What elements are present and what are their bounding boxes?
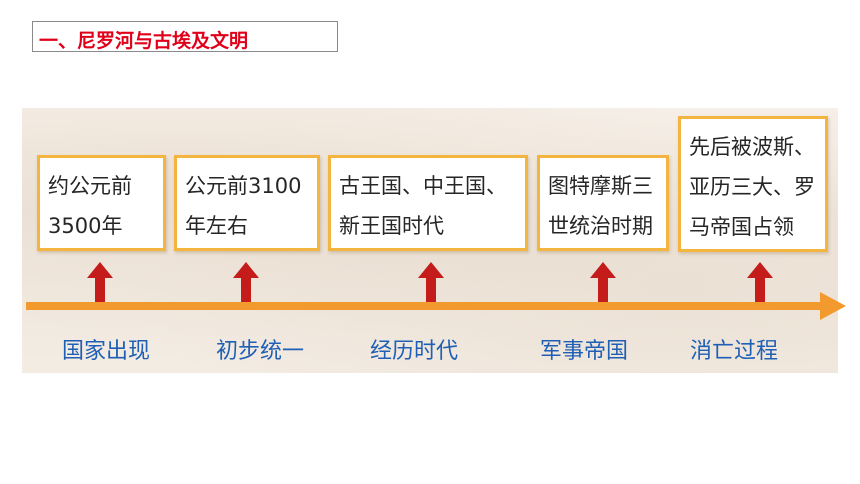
stage-1-label: 国家出现 — [62, 339, 151, 364]
stage-5-line-1: 先后被波斯、 — [689, 135, 815, 159]
section-title-box: 一、尼罗河与古埃及文明 — [32, 21, 338, 52]
up-arrow-icon — [233, 262, 259, 302]
up-arrow-icon — [747, 262, 773, 302]
stage-2-label: 初步统一 — [216, 339, 305, 364]
up-arrow-icon — [87, 262, 113, 302]
up-arrow-icon — [590, 262, 616, 302]
stage-3-label: 经历时代 — [370, 339, 459, 364]
timeline-arrowhead-icon — [820, 292, 846, 320]
stage-box-3: 古王国、中王国、 新王国时代 — [328, 155, 528, 251]
up-arrow-icon — [418, 262, 444, 302]
stage-4-label: 军事帝国 — [540, 339, 629, 364]
stage-3-line-1: 古王国、中王国、 — [339, 174, 507, 198]
stage-5-line-2: 亚历三大、罗 — [689, 175, 815, 199]
stage-1-line-1: 约公元前 — [48, 174, 132, 198]
stage-5-label: 消亡过程 — [690, 339, 779, 364]
stage-5-line-3: 马帝国占领 — [689, 215, 794, 239]
stage-2-line-1: 公元前3100 — [185, 174, 302, 198]
stage-box-4: 图特摩斯三 世统治时期 — [537, 155, 669, 251]
stage-box-1: 约公元前 3500年 — [37, 155, 166, 251]
stage-1-line-2: 3500年 — [48, 214, 123, 238]
stage-2-line-2: 年左右 — [185, 214, 248, 238]
section-title: 一、尼罗河与古埃及文明 — [39, 30, 249, 52]
stage-box-2: 公元前3100 年左右 — [174, 155, 320, 251]
timeline-line — [26, 302, 826, 310]
stage-3-line-2: 新王国时代 — [339, 214, 444, 238]
stage-4-line-1: 图特摩斯三 — [548, 174, 653, 198]
stage-box-5: 先后被波斯、 亚历三大、罗 马帝国占领 — [678, 116, 828, 252]
stage-4-line-2: 世统治时期 — [548, 214, 653, 238]
